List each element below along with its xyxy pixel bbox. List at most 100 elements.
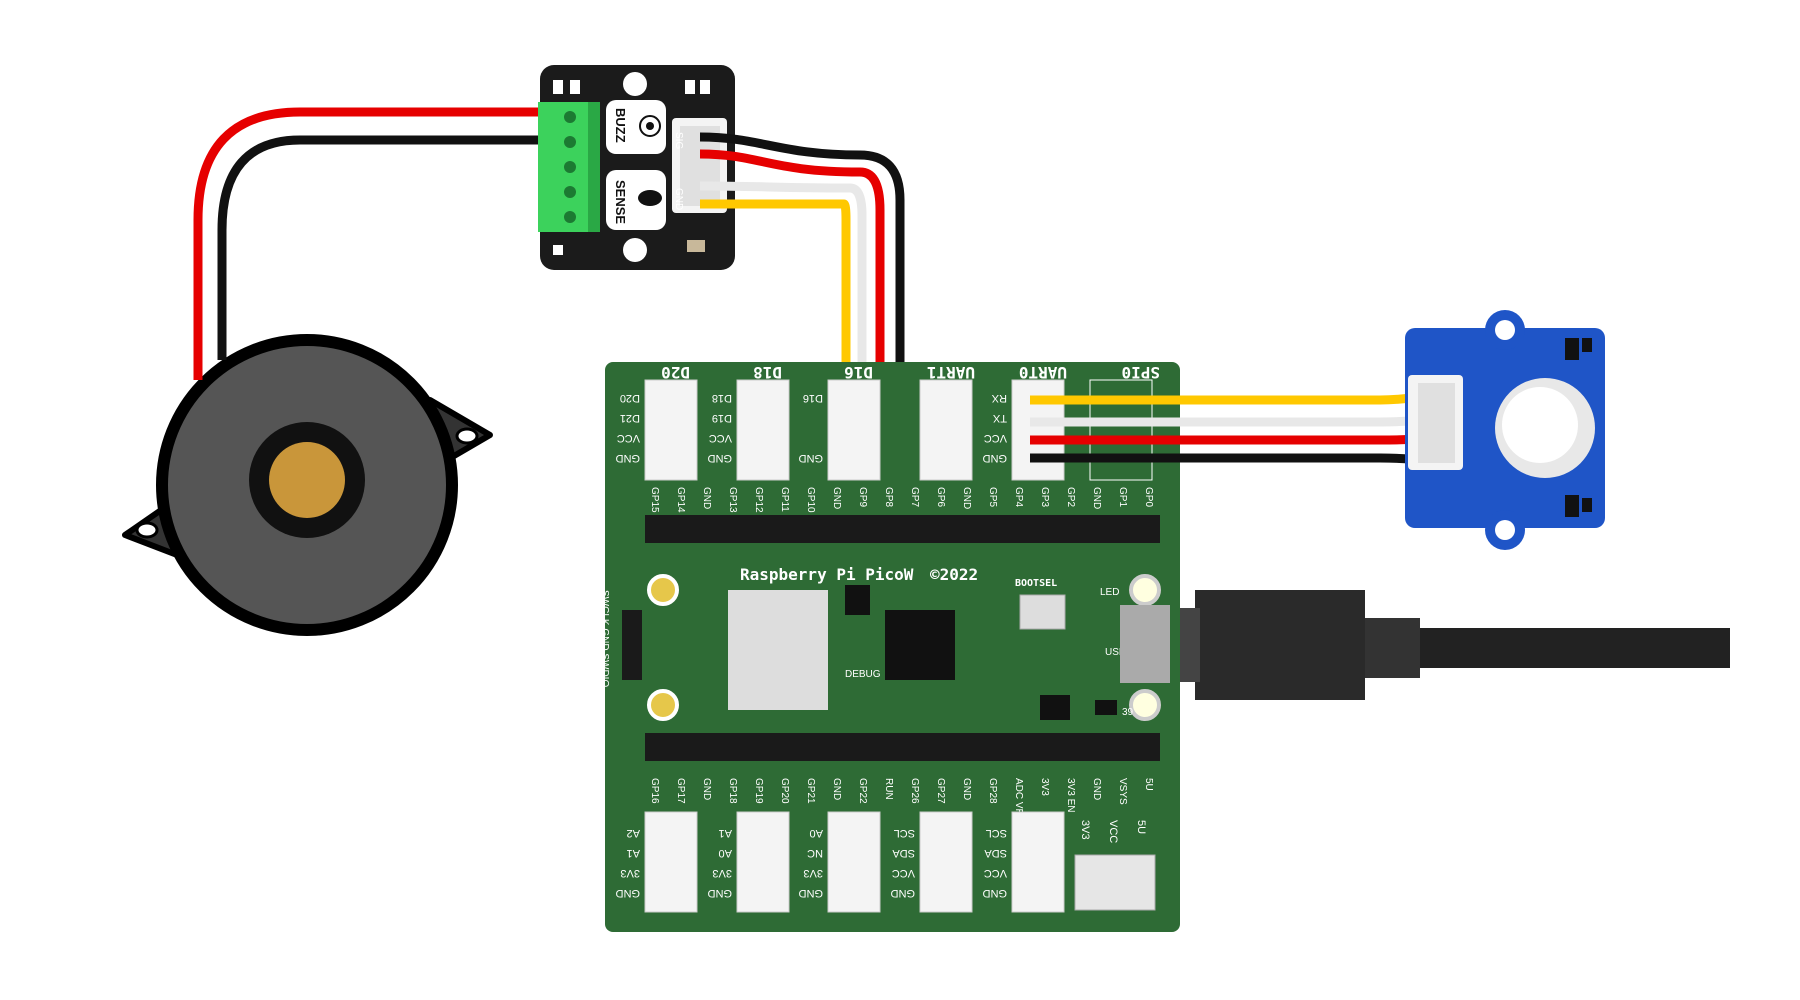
buzz-label: BUZZ bbox=[613, 108, 628, 143]
svg-text:VCC: VCC bbox=[984, 867, 1007, 879]
svg-text:GND: GND bbox=[961, 487, 972, 509]
svg-text:GND: GND bbox=[961, 778, 972, 800]
svg-text:GP20: GP20 bbox=[779, 778, 790, 804]
svg-text:GP10: GP10 bbox=[805, 487, 816, 513]
wifi-module bbox=[728, 590, 828, 710]
svg-text:GP18: GP18 bbox=[727, 778, 738, 804]
svg-text:GND: GND bbox=[708, 887, 733, 899]
svg-text:VCC: VCC bbox=[709, 432, 732, 444]
svg-text:GP27: GP27 bbox=[935, 778, 946, 804]
svg-text:RUN: RUN bbox=[883, 778, 894, 800]
svg-text:VSYS: VSYS bbox=[1117, 778, 1128, 805]
svg-text:VCC: VCC bbox=[984, 432, 1007, 444]
a2-label: A2 bbox=[671, 934, 690, 953]
svg-text:GP19: GP19 bbox=[753, 778, 764, 804]
svg-text:D20: D20 bbox=[620, 392, 640, 404]
svg-text:GND: GND bbox=[1091, 778, 1102, 800]
grove-sensor-module bbox=[1405, 310, 1605, 550]
svg-text:D21: D21 bbox=[620, 412, 640, 424]
svg-text:GP22: GP22 bbox=[857, 778, 868, 804]
svg-text:GND: GND bbox=[799, 452, 824, 464]
svg-text:3V3: 3V3 bbox=[712, 867, 732, 879]
svg-text:5U: 5U bbox=[1135, 820, 1147, 834]
buzzer-sense-module: BUZZ SENSE SIG GND bbox=[538, 65, 735, 270]
svg-text:A1: A1 bbox=[719, 827, 732, 839]
svg-text:NC: NC bbox=[807, 847, 823, 859]
svg-text:VCC: VCC bbox=[1107, 820, 1119, 843]
svg-text:A1: A1 bbox=[627, 847, 640, 859]
svg-text:3V3: 3V3 bbox=[620, 867, 640, 879]
svg-text:GND: GND bbox=[983, 452, 1008, 464]
bootsel-label: BOOTSEL bbox=[1015, 578, 1057, 589]
svg-text:GP5: GP5 bbox=[987, 487, 998, 507]
debug-label: DEBUG bbox=[845, 669, 881, 680]
pin39-label: 39 bbox=[1122, 707, 1134, 718]
buzzer-red-lead bbox=[193, 107, 545, 380]
bottom-gp-labels: GP16 GP17 GND GP18 GP19 GP20 GP21 GND GP… bbox=[649, 778, 1154, 829]
svg-text:GP11: GP11 bbox=[779, 487, 790, 512]
svg-text:GP1: GP1 bbox=[1117, 487, 1128, 507]
sig-label: SIG bbox=[673, 132, 684, 149]
a0-label: A0 bbox=[846, 934, 865, 953]
svg-text:VCC: VCC bbox=[892, 867, 915, 879]
svg-text:GP16: GP16 bbox=[649, 778, 660, 804]
svg-text:GP28: GP28 bbox=[987, 778, 998, 804]
a1-label: A1 bbox=[763, 934, 782, 953]
svg-text:TX: TX bbox=[992, 412, 1007, 424]
svg-text:D19: D19 bbox=[712, 412, 732, 424]
led-label: LED bbox=[1100, 587, 1119, 598]
svg-text:GP15: GP15 bbox=[649, 487, 660, 513]
d20-label: D20 bbox=[661, 363, 690, 382]
svg-text:GND: GND bbox=[708, 452, 733, 464]
svg-text:GND: GND bbox=[616, 887, 641, 899]
sound-icon bbox=[639, 115, 661, 137]
svg-text:GP7: GP7 bbox=[909, 487, 920, 507]
svg-text:GP21: GP21 bbox=[805, 778, 816, 804]
svg-text:GP26: GP26 bbox=[909, 778, 920, 804]
buzzer-black-lead bbox=[217, 135, 545, 360]
i2c0-label: I2C0 bbox=[1018, 934, 1057, 953]
svg-text:3V3: 3V3 bbox=[1039, 778, 1050, 796]
svg-text:VCC: VCC bbox=[617, 432, 640, 444]
rp2040-chip bbox=[885, 610, 955, 680]
power-switch[interactable] bbox=[1074, 854, 1156, 911]
svg-text:GND: GND bbox=[891, 887, 916, 899]
board-title: Raspberry Pi PicoW bbox=[740, 565, 914, 584]
svg-text:GP6: GP6 bbox=[935, 487, 946, 507]
svg-text:GND: GND bbox=[831, 487, 842, 509]
svg-text:GP13: GP13 bbox=[727, 487, 738, 513]
svg-text:RX: RX bbox=[991, 392, 1007, 404]
svg-text:GND: GND bbox=[831, 778, 842, 800]
spi0-label: SPI0 bbox=[1121, 363, 1160, 382]
svg-text:GP17: GP17 bbox=[675, 778, 686, 804]
svg-text:3V3: 3V3 bbox=[1079, 820, 1091, 840]
uart0-label: UART0 bbox=[1019, 363, 1067, 382]
svg-text:SCL: SCL bbox=[894, 827, 915, 839]
svg-text:GND: GND bbox=[1091, 487, 1102, 509]
d16-label: D16 bbox=[844, 363, 873, 382]
bottom-grove-connectors bbox=[644, 811, 1156, 913]
usb-port[interactable] bbox=[1120, 605, 1170, 683]
sense-icon bbox=[638, 190, 662, 206]
svg-text:D16: D16 bbox=[803, 392, 823, 404]
svg-text:SDA: SDA bbox=[984, 847, 1007, 859]
svg-text:GP0: GP0 bbox=[1143, 487, 1154, 507]
svg-text:A0: A0 bbox=[719, 847, 732, 859]
piezo-buzzer bbox=[122, 334, 493, 636]
bottom-pin-labels: A2 A1 3V3 GND A1 A0 3V3 GND A0 NC 3V3 GN… bbox=[616, 820, 1148, 899]
pico-carrier-board: D20 D18 D16 UART1 UART0 SPI0 D20 D21 VCC… bbox=[599, 362, 1180, 953]
board-year: ©2022 bbox=[930, 565, 978, 584]
bootsel-button[interactable] bbox=[1019, 594, 1066, 630]
svg-text:GND: GND bbox=[799, 887, 824, 899]
top-gp-labels: GP15 GP14 GND GP13 GP12 GP11 GP10 GND GP… bbox=[649, 487, 1154, 513]
svg-text:GP4: GP4 bbox=[1013, 487, 1024, 507]
usb-label: USB bbox=[1105, 647, 1126, 658]
svg-text:3V3 EN: 3V3 EN bbox=[1065, 778, 1076, 812]
svg-text:GP2: GP2 bbox=[1065, 487, 1076, 507]
svg-text:GP12: GP12 bbox=[753, 487, 764, 513]
svg-text:SCL: SCL bbox=[986, 827, 1007, 839]
i2c1-label: I2C1 bbox=[926, 934, 965, 953]
swd-label: SWCLK GND SWDIO bbox=[599, 590, 610, 687]
svg-text:SDA: SDA bbox=[892, 847, 915, 859]
